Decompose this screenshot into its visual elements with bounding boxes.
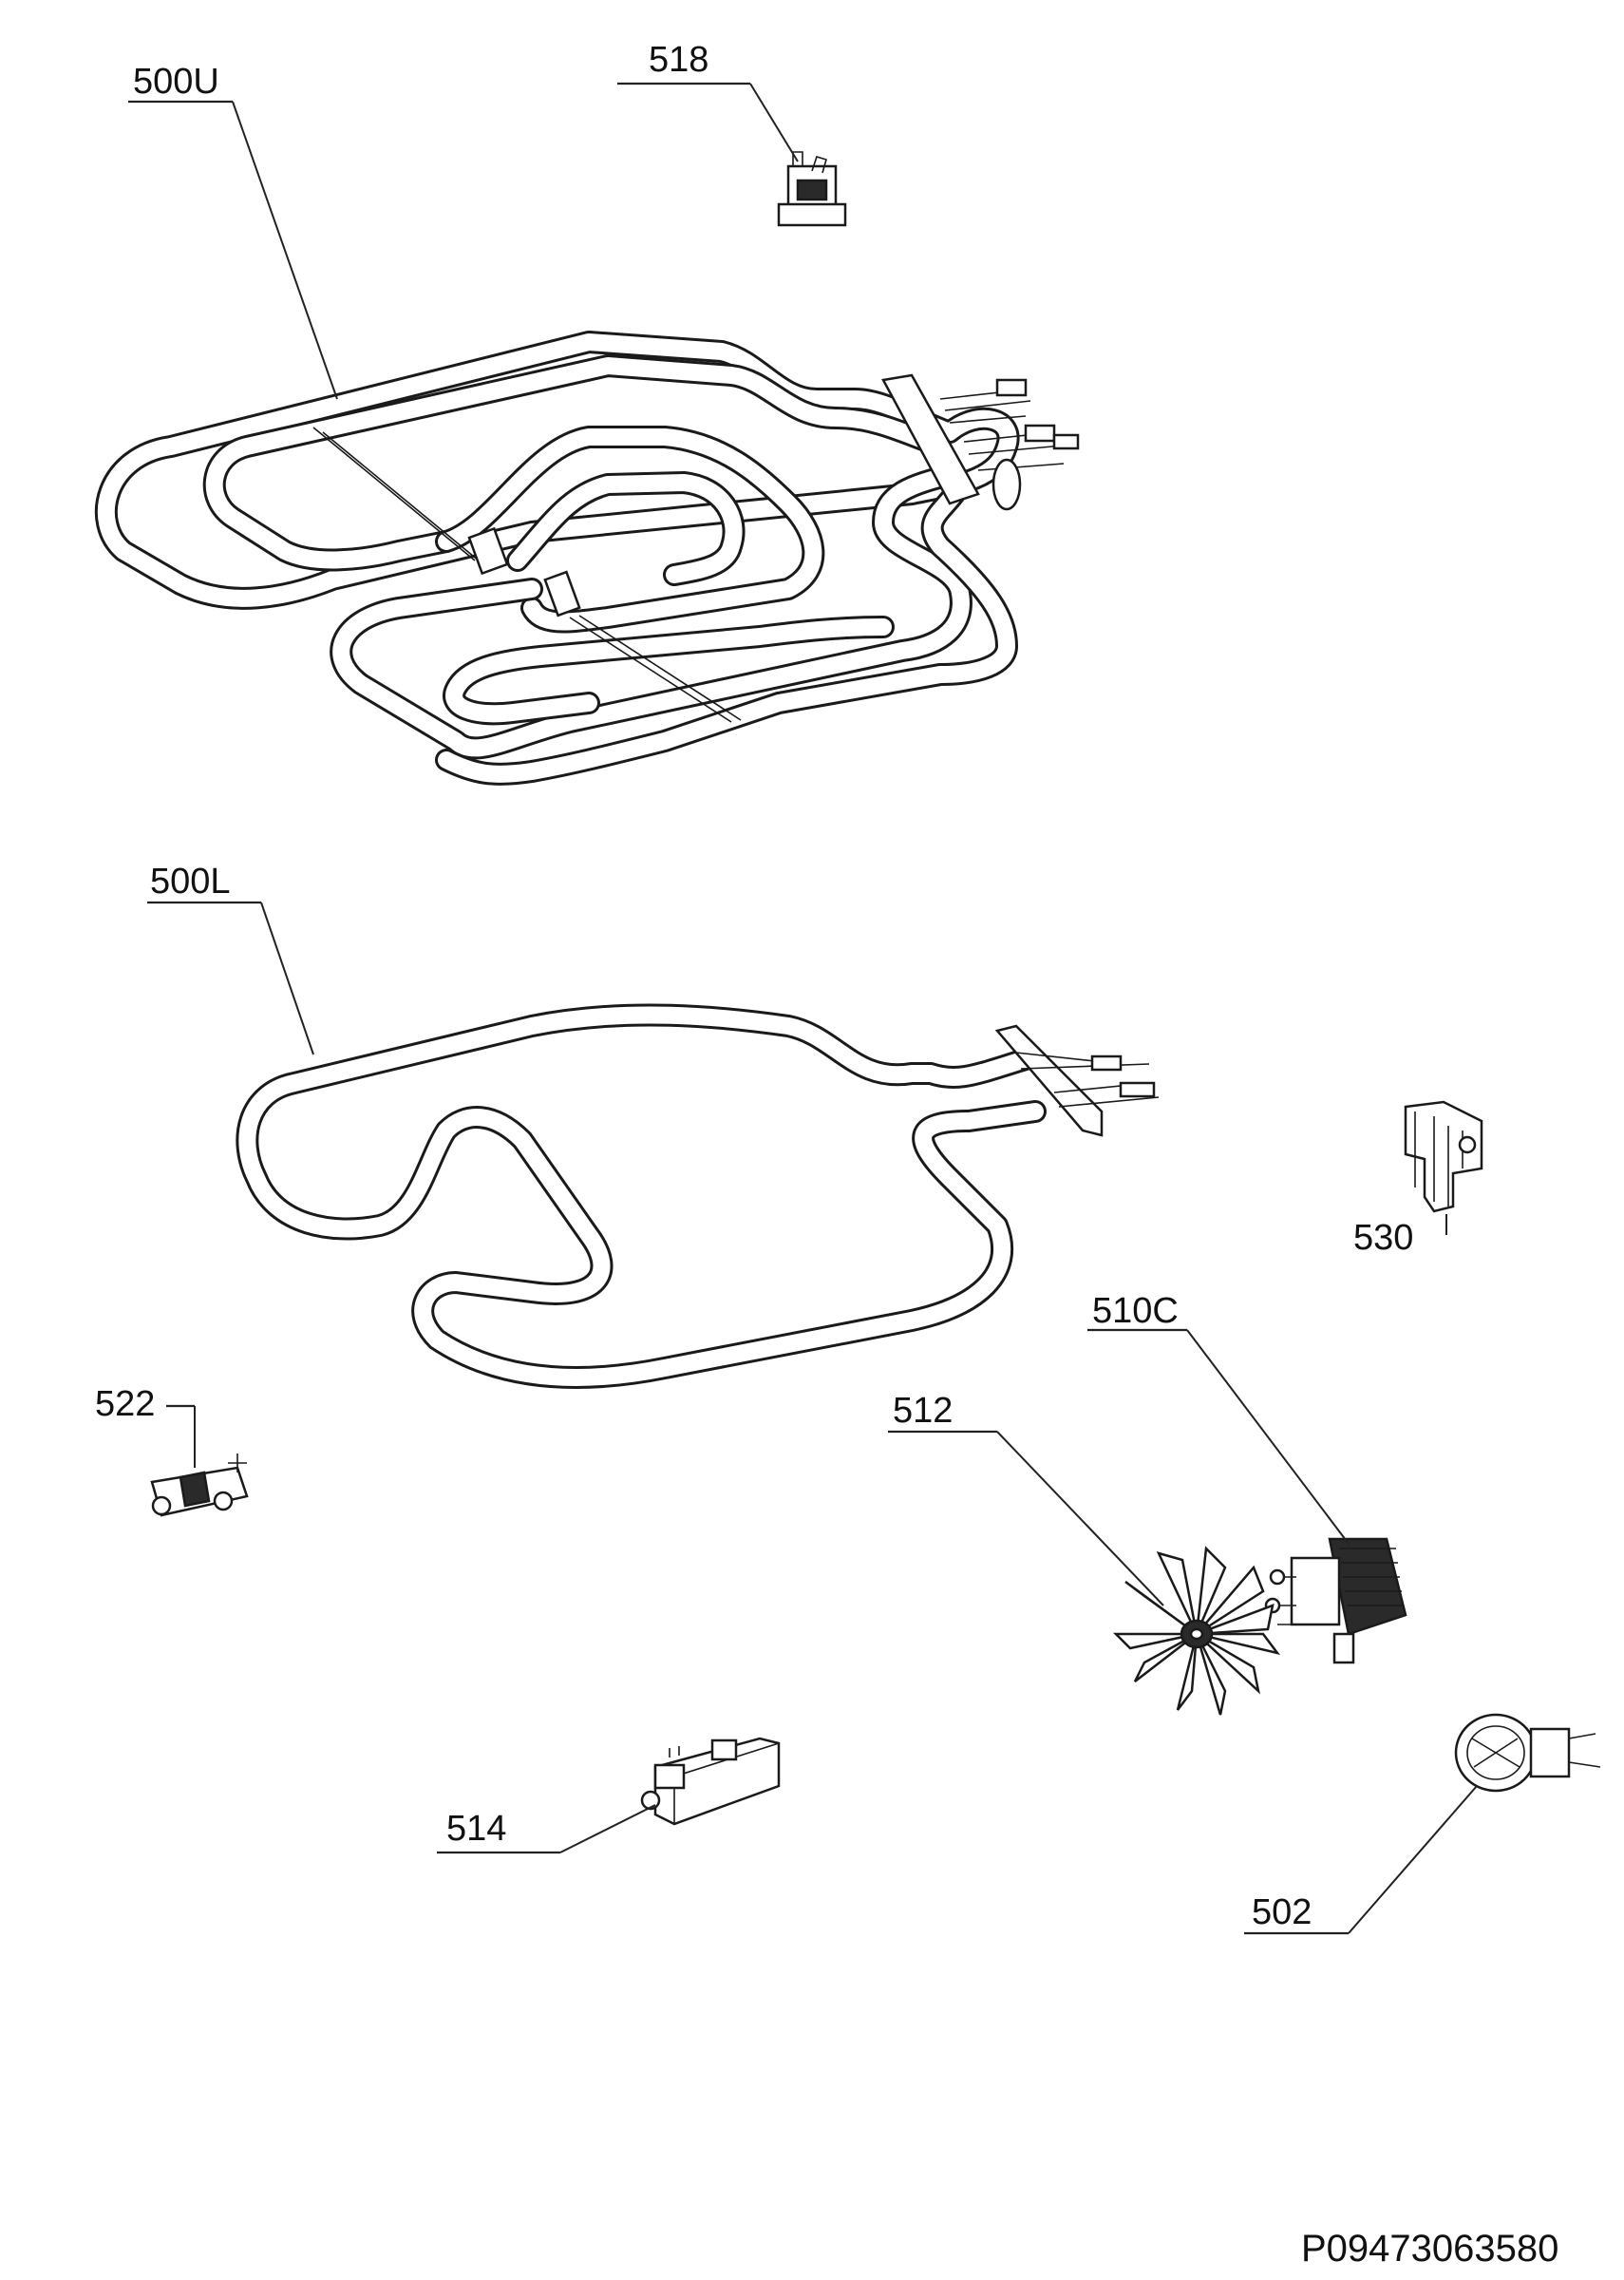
label-530: 530 bbox=[1353, 1218, 1413, 1258]
thermostat-icon[interactable] bbox=[777, 151, 847, 227]
label-502: 502 bbox=[1252, 1892, 1312, 1932]
label-522: 522 bbox=[95, 1384, 155, 1424]
label-500L: 500L bbox=[150, 862, 231, 902]
label-510C: 510C bbox=[1092, 1291, 1179, 1331]
heating-element-lower-icon[interactable] bbox=[236, 1003, 1160, 1389]
clip-icon[interactable] bbox=[1404, 1100, 1483, 1213]
terminal-block-icon[interactable] bbox=[640, 1737, 781, 1826]
label-518: 518 bbox=[649, 40, 708, 80]
fan-blade-icon[interactable] bbox=[1112, 1546, 1281, 1716]
clip-icon[interactable] bbox=[150, 1454, 249, 1517]
label-500U: 500U bbox=[133, 62, 219, 102]
leader-lines bbox=[128, 82, 1478, 1935]
diagram-code: P09473063580 bbox=[1301, 2228, 1558, 2270]
lamp-icon[interactable] bbox=[1454, 1713, 1601, 1793]
fan-motor-icon[interactable] bbox=[1264, 1537, 1407, 1664]
heating-element-upper-icon[interactable] bbox=[94, 331, 1080, 786]
label-514: 514 bbox=[446, 1809, 506, 1849]
label-512: 512 bbox=[893, 1391, 953, 1431]
